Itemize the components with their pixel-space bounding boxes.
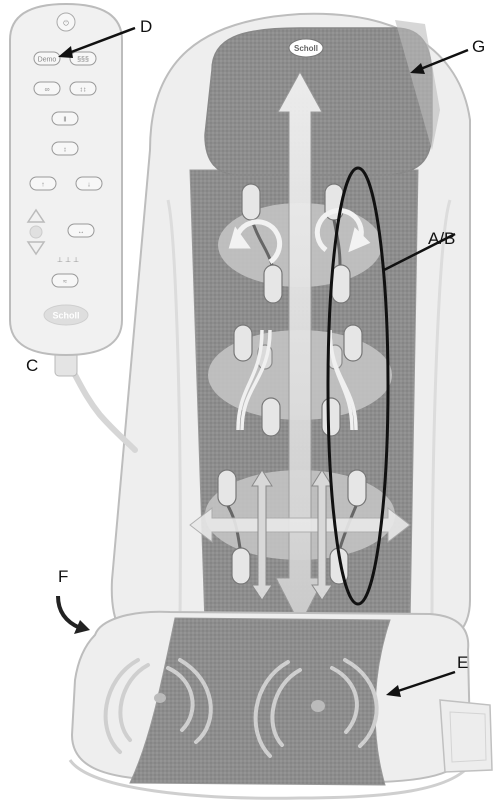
power-icon: ⏻	[63, 20, 69, 28]
travel-mode-icon: ↕	[63, 147, 67, 154]
label-c: C	[26, 356, 38, 375]
up-button[interactable]: ↑	[30, 177, 56, 190]
label-g: G	[472, 37, 485, 56]
width-arrows-icon: ↔	[78, 229, 85, 236]
callout-f: F	[58, 567, 90, 634]
remote-logo: Scholl	[44, 305, 88, 325]
vibration-button[interactable]: ≈	[52, 274, 78, 287]
heat-icon: §§§	[77, 57, 89, 64]
down-arrow-icon: ↓	[87, 182, 91, 189]
intensity-indicator	[30, 226, 42, 238]
seat-cushion	[70, 612, 470, 798]
rotation-mode-icon: ∞	[45, 87, 50, 94]
demo-button-label: Demo	[38, 57, 57, 64]
seat-strap	[440, 700, 492, 772]
headrest-logo-badge: Scholl	[289, 39, 323, 57]
up-arrow-icon: ↑	[41, 182, 45, 189]
remote-logo-text: Scholl	[52, 311, 79, 321]
label-a-b: A/B	[428, 229, 455, 248]
power-button[interactable]: ⏻	[57, 13, 75, 31]
width-button[interactable]: ↔	[68, 224, 94, 237]
mode-b-button[interactable]: ↕↕	[70, 82, 96, 95]
demo-button[interactable]: Demo	[34, 52, 60, 65]
dual-roll-icon: ↕↕	[80, 87, 87, 94]
callout-c: C	[26, 356, 38, 375]
mode-c-button[interactable]: Ⅱ	[52, 112, 78, 125]
label-f: F	[58, 567, 68, 586]
spot-mode-icon: Ⅱ	[63, 117, 66, 124]
intensity-level-marks: ⊥ ⊥ ⊥	[57, 257, 79, 264]
label-e: E	[457, 653, 468, 672]
heat-button[interactable]: §§§	[70, 52, 96, 65]
headrest: Scholl	[205, 20, 440, 175]
headrest-logo-text: Scholl	[294, 44, 318, 53]
label-d: D	[140, 17, 152, 36]
down-button[interactable]: ↓	[76, 177, 102, 190]
vibration-icon: ≈	[63, 279, 67, 286]
mode-d-button[interactable]: ↕	[52, 142, 78, 155]
remote-control: ⏻ Demo §§§ ∞ ↕↕ Ⅱ ↕ ↑	[10, 4, 135, 450]
mode-a-button[interactable]: ∞	[34, 82, 60, 95]
